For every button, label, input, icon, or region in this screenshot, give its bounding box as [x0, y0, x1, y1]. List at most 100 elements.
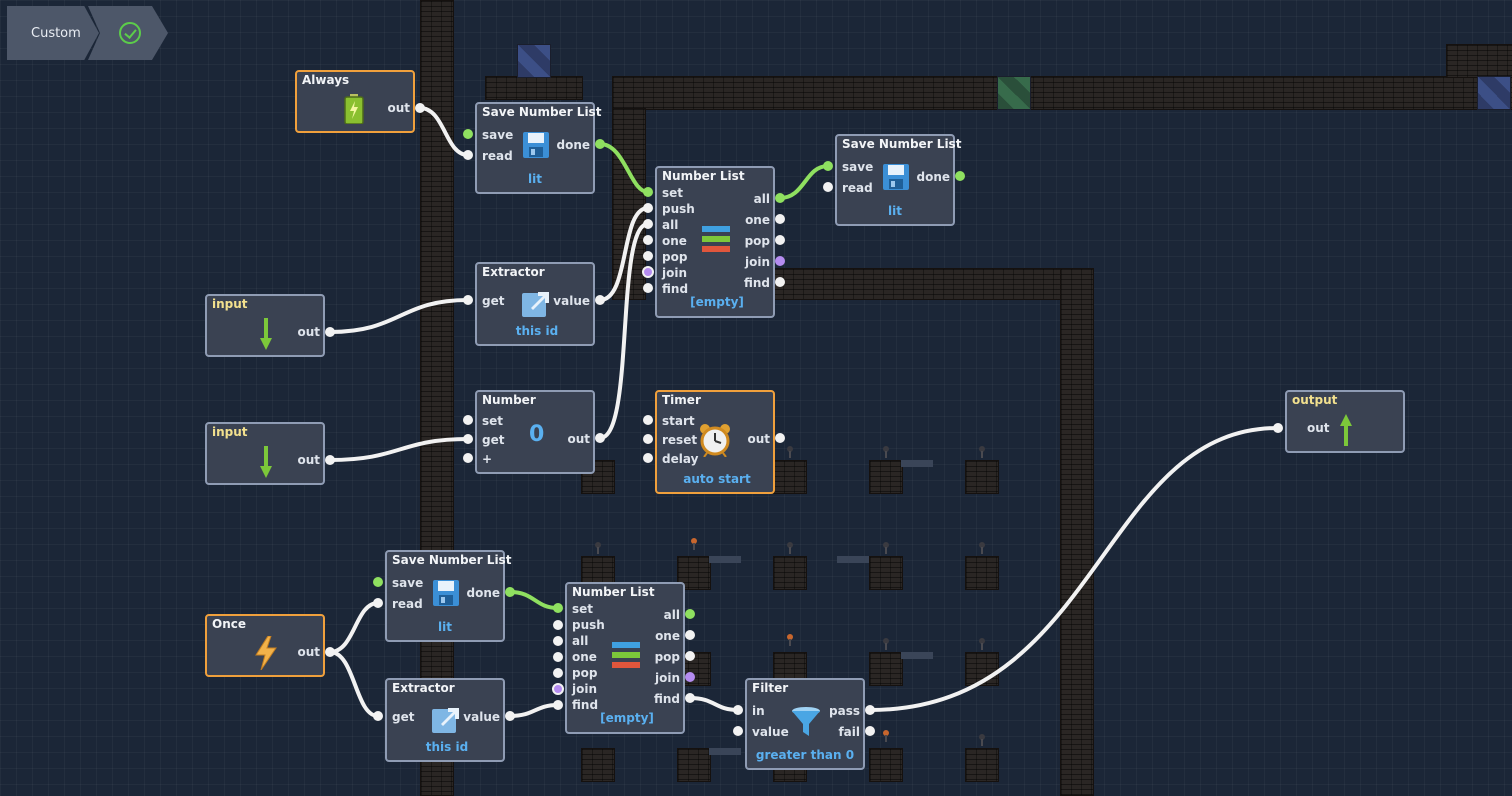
- node-title: input: [212, 297, 248, 311]
- brick-ledge-right: [1446, 44, 1512, 78]
- port-get: get: [482, 294, 505, 308]
- port-fail: fail: [838, 725, 860, 739]
- slab: [709, 748, 741, 755]
- lamp: [977, 638, 987, 650]
- pedestal: [773, 556, 807, 590]
- node-extractor[interactable]: Extractor get value this id: [385, 678, 505, 762]
- node-input[interactable]: input out: [205, 294, 325, 357]
- node-value: [empty]: [600, 711, 654, 725]
- arrow-out-icon: [432, 708, 459, 733]
- wire[interactable]: [598, 206, 650, 302]
- wire[interactable]: [778, 164, 830, 200]
- wire[interactable]: [328, 601, 380, 654]
- port-out-find: find: [743, 276, 770, 290]
- node-title: Extractor: [392, 681, 455, 695]
- wire[interactable]: [598, 142, 650, 194]
- port-out-one: one: [655, 629, 680, 643]
- wire[interactable]: [328, 650, 380, 718]
- crate-blue: [1477, 76, 1511, 110]
- node-input[interactable]: input out: [205, 422, 325, 485]
- wire[interactable]: [508, 703, 560, 718]
- lamp-lit: [689, 538, 699, 550]
- node-value: this id: [425, 740, 469, 754]
- node-output[interactable]: output out: [1285, 390, 1405, 453]
- pedestal: [773, 460, 807, 494]
- port-get: get: [482, 433, 505, 447]
- port-read: read: [392, 597, 423, 611]
- port-one: one: [662, 234, 687, 248]
- arrow-down-icon: [260, 446, 272, 478]
- number-value: 0: [529, 422, 545, 447]
- port-out-pop: pop: [744, 234, 770, 248]
- node-title: Timer: [662, 393, 701, 407]
- port-read: read: [482, 149, 513, 163]
- node-title: Filter: [752, 681, 789, 695]
- wire[interactable]: [688, 696, 740, 712]
- node-title: Save Number List: [392, 553, 512, 567]
- wire[interactable]: [328, 437, 470, 462]
- wire[interactable]: [598, 222, 650, 440]
- node-filter[interactable]: Filter in value pass fail greater than 0: [745, 678, 865, 770]
- port-all: all: [572, 634, 589, 648]
- node-extractor[interactable]: Extractor get value this id: [475, 262, 595, 346]
- node-title: output: [1292, 393, 1338, 407]
- node-always[interactable]: Always out: [295, 70, 415, 133]
- port-out-one: one: [745, 213, 770, 227]
- node-value: lit: [438, 620, 452, 634]
- port-value: value: [553, 294, 590, 308]
- port-reset: reset: [662, 433, 698, 447]
- pedestal: [965, 748, 999, 782]
- breadcrumb-label: Custom: [31, 25, 81, 41]
- lamp: [977, 734, 987, 746]
- lamp: [785, 542, 795, 554]
- port-out-all: all: [663, 608, 680, 622]
- node-number[interactable]: Number set get + 0 out: [475, 390, 595, 474]
- port-in: in: [752, 704, 765, 718]
- port-push: push: [572, 618, 605, 632]
- wire[interactable]: [328, 298, 470, 334]
- funnel-icon: [792, 707, 820, 736]
- arrow-down-icon: [260, 318, 272, 350]
- port-find: find: [572, 698, 599, 712]
- node-title: Save Number List: [482, 105, 602, 119]
- node-once[interactable]: Once out: [205, 614, 325, 677]
- node-number-list[interactable]: Number List set push all one pop join fi…: [655, 166, 775, 318]
- arrow-up-icon: [1340, 414, 1352, 446]
- port-done: done: [466, 586, 500, 600]
- port-save: save: [392, 576, 424, 590]
- slab: [901, 652, 933, 659]
- port-join: join: [572, 682, 598, 696]
- port-pop: pop: [572, 666, 598, 680]
- wire[interactable]: [508, 590, 560, 610]
- pedestal: [677, 556, 711, 590]
- port-out: out: [567, 432, 590, 446]
- node-title: Save Number List: [842, 137, 962, 151]
- port-value: value: [752, 725, 789, 739]
- port-get: get: [392, 710, 415, 724]
- lamp-lit: [785, 634, 795, 646]
- node-title: Extractor: [482, 265, 545, 279]
- port-done: done: [916, 170, 950, 184]
- port-save: save: [842, 160, 874, 174]
- pedestal: [581, 748, 615, 782]
- wire[interactable]: [418, 106, 470, 157]
- pedestal: [869, 460, 903, 494]
- brick-ledge-top: [485, 76, 583, 100]
- node-number-list[interactable]: Number List set push all one pop join fi…: [565, 582, 685, 734]
- node-save-number-list[interactable]: Save Number List save read done lit: [385, 550, 511, 642]
- breadcrumb-custom[interactable]: Custom: [7, 6, 99, 60]
- node-timer[interactable]: Timer start reset delay out auto start: [655, 390, 775, 494]
- slab: [901, 460, 933, 467]
- port-push: push: [662, 202, 695, 216]
- port-out: out: [297, 325, 320, 339]
- node-save-number-list[interactable]: Save Number List save read done lit: [835, 134, 961, 226]
- lightning-icon: [255, 636, 277, 670]
- lamp: [881, 638, 891, 650]
- wire[interactable]: [868, 426, 1280, 712]
- pedestal: [869, 556, 903, 590]
- port-all: all: [662, 218, 679, 232]
- node-save-number-list[interactable]: Save Number List save read done lit: [475, 102, 601, 194]
- lamp: [785, 446, 795, 458]
- port-delay: delay: [662, 452, 699, 466]
- slab: [709, 556, 741, 563]
